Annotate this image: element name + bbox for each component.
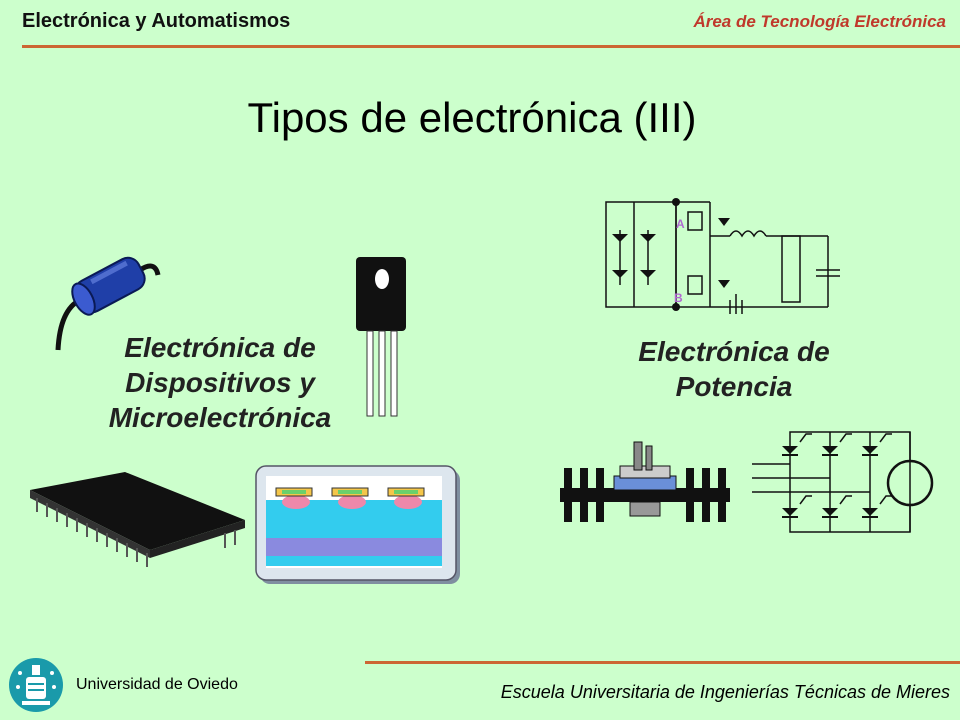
ic-chip-image <box>30 472 245 567</box>
power-label-line: Potencia <box>675 371 793 402</box>
university-logo <box>9 658 63 712</box>
rectifier-motor-schematic <box>752 431 934 533</box>
capacitor-image <box>55 256 161 351</box>
header-divider <box>22 45 960 48</box>
devices-label-line: Microelectrónica <box>108 402 332 433</box>
devices-label-line: Dispositivos y <box>125 367 315 398</box>
power-label: Electrónica de Potencia <box>584 334 884 404</box>
area-title: Área de Tecnología Electrónica <box>693 12 946 31</box>
school-name: Escuela Universitaria de Ingenierías Téc… <box>500 682 950 702</box>
devices-label: Electrónica de Dispositivos y Microelect… <box>70 330 370 435</box>
university-name: Universidad de Oviedo <box>76 676 238 693</box>
wafer-cross-section-image <box>255 465 460 584</box>
slide-title: Tipos de electrónica (III) <box>247 94 697 141</box>
transistor-image <box>356 257 406 417</box>
power-converter-schematic: A B <box>605 198 840 314</box>
devices-label-line: Electrónica de <box>124 332 316 363</box>
node-b-label: B <box>674 291 683 305</box>
power-label-line: Electrónica de <box>638 336 830 367</box>
node-a-label: A <box>676 217 685 231</box>
course-title: Electrónica y Automatismos <box>22 10 291 32</box>
heatsink-image <box>560 441 730 522</box>
footer-divider <box>365 661 960 664</box>
